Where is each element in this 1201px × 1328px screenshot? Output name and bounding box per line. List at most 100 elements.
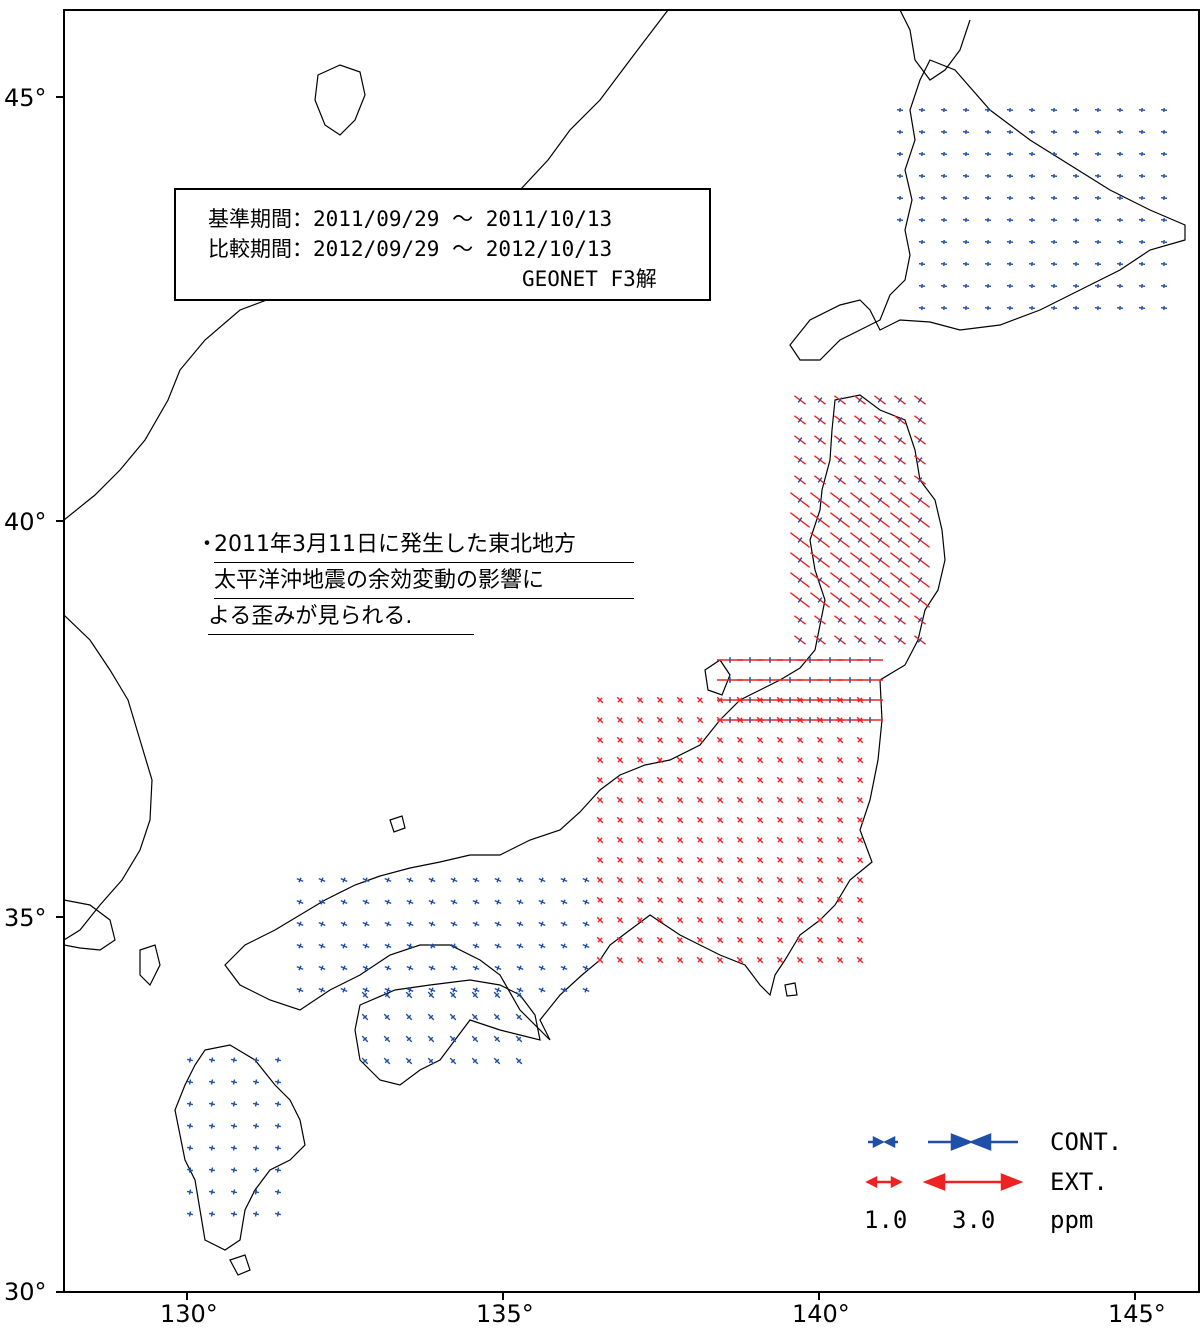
- strain-vector: [837, 857, 843, 863]
- strain-vector: [817, 757, 823, 763]
- strain-vector: [737, 757, 743, 763]
- strain-vector: [917, 517, 923, 523]
- strain-vector: [342, 987, 346, 993]
- strain-vector: [496, 877, 500, 883]
- strain-vector: [496, 899, 500, 905]
- strain-vector: [857, 937, 863, 943]
- lat-label-30: 30°: [4, 1278, 47, 1306]
- strain-vector: [837, 497, 843, 503]
- strain-vector: [450, 992, 456, 998]
- strain-vector: [797, 957, 803, 963]
- strain-vector: [857, 877, 863, 883]
- strain-vector: [518, 943, 522, 949]
- strain-vector: [837, 957, 843, 963]
- strain-vector: [657, 817, 663, 823]
- strain-vector: [584, 877, 588, 883]
- strain-vector: [697, 817, 703, 823]
- lat-label-45: 45°: [4, 84, 47, 112]
- strain-vector: [364, 899, 368, 905]
- strain-vector: [717, 797, 723, 803]
- strain-vector: [677, 797, 683, 803]
- strain-vector: [717, 757, 723, 763]
- strain-vector: [817, 557, 823, 563]
- strain-vector: [797, 437, 803, 443]
- strain-vector: [797, 837, 803, 843]
- strain-vector: [518, 877, 522, 883]
- strain-vector: [210, 1079, 214, 1085]
- strain-vector: [817, 777, 823, 783]
- strain-vector: [737, 837, 743, 843]
- strain-vector: [757, 797, 763, 803]
- strain-vector: [857, 457, 863, 463]
- strain-vector: [584, 921, 588, 927]
- strain-vector: [917, 397, 923, 403]
- strain-vector: [494, 1058, 500, 1064]
- strain-vector: [857, 697, 863, 703]
- strain-vector: [362, 992, 368, 998]
- strain-vector: [777, 937, 783, 943]
- strain-vector: [617, 917, 623, 923]
- strain-vector: [737, 717, 743, 723]
- strain-vector: [917, 497, 923, 503]
- strain-vector: [737, 777, 743, 783]
- strain-vector: [430, 899, 434, 905]
- strain-vector: [188, 1101, 192, 1107]
- strain-vector: [697, 797, 703, 803]
- strain-vector: [637, 797, 643, 803]
- strain-vector: [298, 943, 302, 949]
- strain-vector: [342, 899, 346, 905]
- strain-vector: [597, 857, 603, 863]
- strain-vector: [877, 417, 883, 423]
- strain-vector: [737, 737, 743, 743]
- strain-vector: [777, 897, 783, 903]
- strain-vector: [797, 737, 803, 743]
- strain-vector: [384, 1058, 390, 1064]
- strain-vector: [857, 957, 863, 963]
- strain-vector: [897, 437, 903, 443]
- strain-vector: [320, 877, 324, 883]
- strain-vector: [777, 817, 783, 823]
- strain-vector: [877, 617, 883, 623]
- strain-vector: [917, 417, 923, 423]
- strain-vector: [897, 577, 903, 583]
- strain-vector: [617, 697, 623, 703]
- strain-vector: [617, 837, 623, 843]
- strain-vector: [737, 857, 743, 863]
- strain-vector: [637, 717, 643, 723]
- strain-vector: [386, 965, 390, 971]
- strain-vector: [817, 497, 823, 503]
- strain-vector: [342, 921, 346, 927]
- strain-vector: [450, 1058, 456, 1064]
- strain-vector: [877, 497, 883, 503]
- strain-vector: [677, 737, 683, 743]
- strain-vector: [474, 921, 478, 927]
- strain-vector: [857, 837, 863, 843]
- strain-vector: [232, 1189, 236, 1195]
- strain-vector: [837, 457, 843, 463]
- strain-vector: [877, 517, 883, 523]
- strain-vector: [877, 597, 883, 603]
- strain-vector: [276, 1101, 280, 1107]
- strain-vector: [474, 965, 478, 971]
- strain-vector: [494, 1036, 500, 1042]
- strain-vector: [472, 992, 478, 998]
- strain-vector: [797, 877, 803, 883]
- strain-vector: [817, 517, 823, 523]
- strain-vector: [797, 517, 803, 523]
- strain-vector: [384, 1036, 390, 1042]
- strain-vector: [540, 965, 544, 971]
- strain-vector: [857, 857, 863, 863]
- strain-vector: [584, 899, 588, 905]
- strain-vector: [697, 957, 703, 963]
- strain-vector: [677, 717, 683, 723]
- strain-vector: [617, 877, 623, 883]
- strain-vector: [386, 899, 390, 905]
- strain-vector: [657, 837, 663, 843]
- strain-vector: [637, 777, 643, 783]
- strain-vector: [637, 837, 643, 843]
- strain-vector: [430, 943, 434, 949]
- strain-vector: [210, 1211, 214, 1217]
- note-line-1: 2011年3月11日に発生した東北地方: [214, 528, 634, 563]
- strain-vector: [797, 537, 803, 543]
- strain-vector: [717, 937, 723, 943]
